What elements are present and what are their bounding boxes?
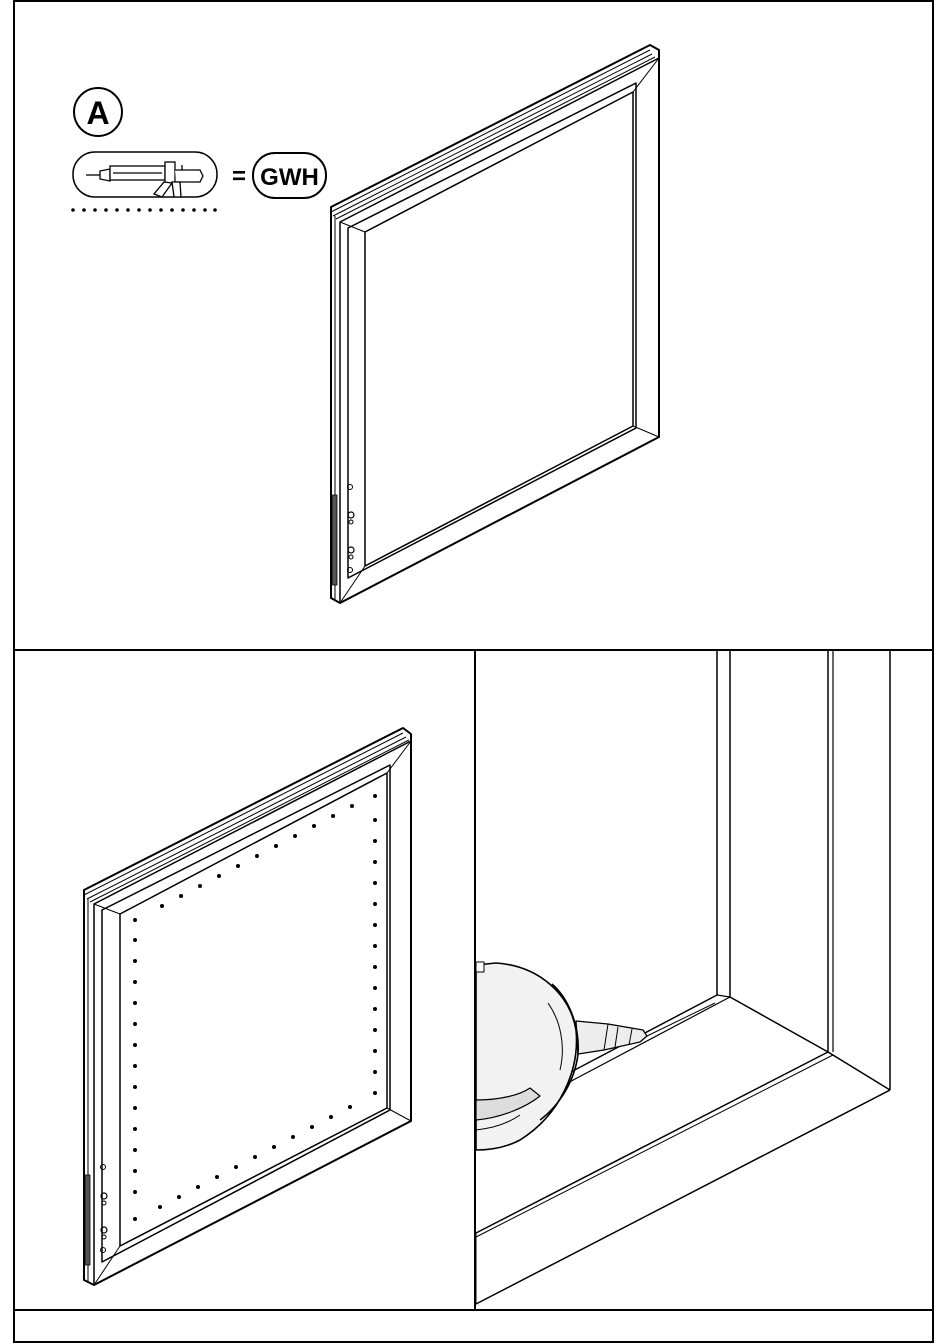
equals-sign: = <box>232 163 246 190</box>
step-letter: A <box>86 95 109 131</box>
sealant-dotted-line <box>71 208 217 212</box>
tool-code: GWH <box>260 164 319 191</box>
top-window-frame <box>331 45 659 603</box>
tool-legend: = GWH <box>71 152 326 212</box>
step-badge: A <box>74 88 122 136</box>
bottom-left-window-frame <box>84 728 411 1285</box>
caulking-gun-illustration <box>476 962 715 1150</box>
